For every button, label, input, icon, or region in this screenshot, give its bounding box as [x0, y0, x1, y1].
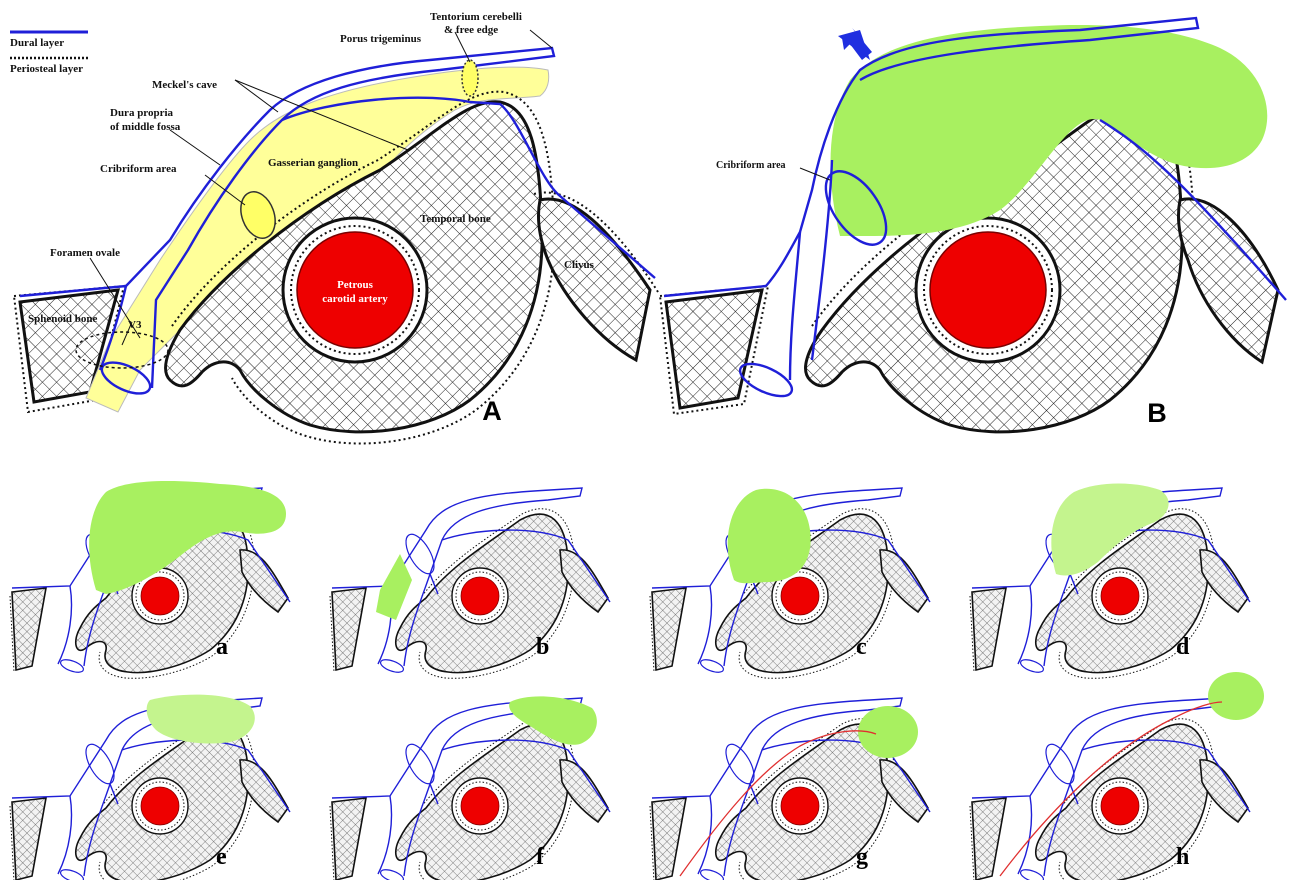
panel-b: Cribriform area B [660, 18, 1286, 432]
porus-trigeminus [462, 60, 478, 96]
legend-periosteal-layer: Periosteal layer [10, 63, 83, 75]
label-cribriform-area-b: Cribriform area [716, 160, 786, 171]
label-b: b [536, 634, 549, 660]
label-a: a [216, 634, 228, 660]
tumor-e [147, 695, 255, 744]
label-sphenoid-bone: Sphenoid bone [28, 313, 98, 325]
label-c: c [856, 634, 867, 660]
panel-small-b: b [330, 488, 610, 678]
panel-small-h: h [970, 672, 1264, 880]
panel-small-d: d [970, 484, 1250, 679]
label-foramen-ovale: Foramen ovale [50, 247, 120, 259]
panel-small-f: f [330, 696, 610, 880]
label-d: d [1176, 634, 1190, 660]
label-g: g [856, 844, 868, 870]
label-f: f [536, 844, 545, 870]
label-dura-propria-1: Dura propria [110, 107, 174, 119]
label-v3: V3 [128, 319, 142, 331]
label-dura-propria-2: of middle fossa [110, 121, 181, 133]
tumor-c [728, 489, 811, 584]
clivus [538, 199, 650, 360]
label-h: h [1176, 844, 1189, 870]
artery-label-2: carotid artery [322, 293, 388, 305]
legend-dural-layer: Dural layer [10, 37, 64, 49]
petrous-carotid-artery-b [930, 232, 1046, 348]
panel-small-c: c [650, 488, 930, 678]
tumor-b-small [376, 554, 412, 620]
label-tentorium-2: & free edge [444, 24, 498, 36]
panel-small-a: a [10, 481, 290, 678]
label-cribriform-area: Cribriform area [100, 163, 177, 175]
label-meckels-cave: Meckel's cave [152, 79, 217, 91]
tumor-h [1208, 672, 1264, 720]
sphenoid-bone-b [666, 290, 762, 408]
artery-label-1: Petrous [337, 279, 374, 291]
label-temporal-bone: Temporal bone [420, 213, 491, 225]
legend: Dural layer Periosteal layer [10, 32, 88, 75]
clivus-b [1178, 199, 1278, 362]
label-tentorium-1: Tentorium cerebelli [430, 11, 522, 23]
label-porus-trigeminus: Porus trigeminus [340, 33, 422, 45]
panel-small-e: e [10, 695, 290, 880]
panel-small-g: g [650, 698, 930, 880]
label-clivus: Clivus [564, 259, 595, 271]
label-e: e [216, 844, 227, 870]
panel-a: Dural layer Periosteal layer Petrous car… [10, 11, 658, 444]
panel-letter-a: A [482, 396, 502, 426]
panel-letter-b: B [1147, 398, 1167, 428]
label-gasserian-ganglion: Gasserian ganglion [268, 157, 358, 169]
